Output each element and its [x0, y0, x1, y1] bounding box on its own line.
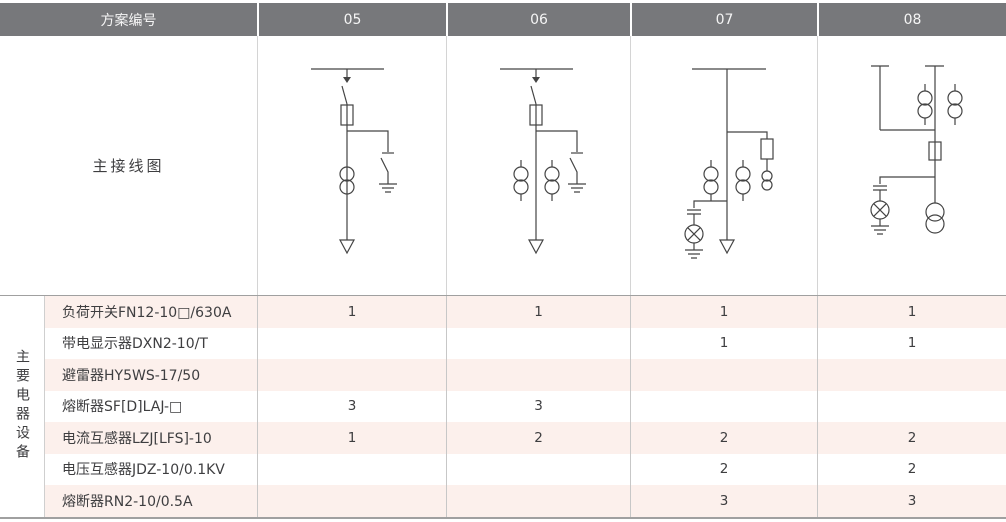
table-row: 熔断器RN2-10/0.5A 3 3: [45, 485, 1006, 517]
earth-icon: [379, 183, 397, 193]
quantity-cell: [257, 453, 446, 485]
wiring-diagram-label: 主接线图: [92, 157, 165, 175]
earthing-switch-icon: [380, 157, 389, 184]
quantity-cell: [446, 453, 630, 485]
equipment-name: 电压互感器JDZ-10/0.1KV: [62, 462, 225, 479]
live-display-sensor-icon: [687, 209, 701, 215]
quantity-cell: [257, 327, 446, 359]
header-scheme-number-label: 方案编号: [0, 3, 257, 36]
header-scheme-05: 05: [257, 3, 446, 36]
fuse-icon: [340, 104, 354, 126]
current-transformer-icon: [735, 166, 751, 182]
quantity-cell: [630, 359, 817, 391]
load-switch-blade-icon: [341, 85, 348, 105]
quantity-cell: 1: [630, 296, 817, 328]
wiring-diagram-scheme-08: [817, 36, 1006, 295]
table-row: 熔断器SF[D]LAJ-□ 3 3: [45, 390, 1006, 422]
quantity-cell: 1: [257, 422, 446, 454]
earth-icon: [685, 249, 703, 259]
header-scheme-06: 06: [446, 3, 630, 36]
equipment-name: 避雷器HY5WS-17/50: [62, 367, 201, 384]
quantity-cell: [817, 359, 1006, 391]
quantity-cell: 1: [257, 296, 446, 328]
current-transformer-icon: [544, 166, 560, 182]
quantity-cell: [630, 390, 817, 422]
equipment-table: 主要电器设备 负荷开关FN12-10□/630A 1 1 1 1 带电显示器DX…: [0, 296, 1006, 519]
quantity-cell: 3: [257, 390, 446, 422]
live-display-sensor-icon: [873, 185, 887, 191]
quantity-cell: 1: [630, 327, 817, 359]
header-scheme-08: 08: [817, 3, 1006, 36]
quantity-cell: 1: [446, 296, 630, 328]
quantity-cell: [446, 359, 630, 391]
voltage-transformer-icon: [761, 170, 773, 182]
quantity-cell: 2: [817, 422, 1006, 454]
quantity-cell: 3: [817, 485, 1006, 517]
equipment-name: 熔断器RN2-10/0.5A: [62, 493, 193, 510]
equipment-rows: 负荷开关FN12-10□/630A 1 1 1 1 带电显示器DXN2-10/T…: [45, 296, 1006, 517]
fuse-icon: [529, 104, 543, 126]
equipment-group-label: 主要电器设备: [14, 349, 30, 464]
quantity-cell: 2: [630, 422, 817, 454]
earth-icon: [568, 183, 586, 193]
feeder-arrow-icon: [718, 239, 736, 255]
load-switch-contact-icon: [343, 77, 351, 83]
wiring-diagram-scheme-07: [630, 36, 817, 295]
quantity-cell: 1: [817, 296, 1006, 328]
equipment-name: 带电显示器DXN2-10/T: [62, 336, 208, 353]
quantity-cell: 2: [817, 453, 1006, 485]
load-switch-contact-icon: [532, 77, 540, 83]
wiring-diagram-scheme-06: [446, 36, 630, 295]
quantity-cell: [257, 485, 446, 517]
quantity-cell: 3: [630, 485, 817, 517]
current-transformer-icon: [703, 166, 719, 182]
main-wiring-diagram-row: 主接线图: [0, 36, 1006, 296]
header-scheme-07: 07: [630, 3, 817, 36]
quantity-cell: [257, 359, 446, 391]
table-row: 避雷器HY5WS-17/50: [45, 359, 1006, 391]
table-row: 带电显示器DXN2-10/T 1 1: [45, 327, 1006, 359]
table-row: 电流互感器LZJ[LFS]-10 1 2 2 2: [45, 422, 1006, 454]
quantity-cell: 2: [630, 453, 817, 485]
quantity-cell: 2: [446, 422, 630, 454]
current-transformer-icon: [513, 166, 529, 182]
feeder-arrow-icon: [527, 239, 545, 255]
fuse-icon: [760, 138, 774, 160]
table-row: 电压互感器JDZ-10/0.1KV 2 2: [45, 453, 1006, 485]
quantity-cell: [446, 327, 630, 359]
current-transformer-icon: [339, 166, 355, 182]
fuse-icon: [928, 141, 942, 161]
quantity-cell: [817, 390, 1006, 422]
load-switch-blade-icon: [530, 85, 537, 105]
earthing-switch-icon: [569, 157, 578, 184]
current-transformer-icon: [917, 90, 933, 106]
voltage-transformer-icon: [925, 202, 945, 222]
equipment-name: 负荷开关FN12-10□/630A: [62, 304, 232, 321]
current-transformer-icon: [947, 90, 963, 106]
equipment-name: 熔断器SF[D]LAJ-□: [62, 399, 183, 416]
table-row: 负荷开关FN12-10□/630A 1 1 1 1: [45, 296, 1006, 328]
table-header: 方案编号 05 06 07 08: [0, 3, 1006, 36]
wiring-diagram-scheme-05: [257, 36, 446, 295]
equipment-name: 电流互感器LZJ[LFS]-10: [62, 430, 212, 447]
quantity-cell: 1: [817, 327, 1006, 359]
quantity-cell: [446, 485, 630, 517]
feeder-arrow-icon: [338, 239, 356, 255]
equipment-group-cell: 主要电器设备: [0, 296, 45, 517]
quantity-cell: 3: [446, 390, 630, 422]
earth-icon: [871, 225, 889, 235]
